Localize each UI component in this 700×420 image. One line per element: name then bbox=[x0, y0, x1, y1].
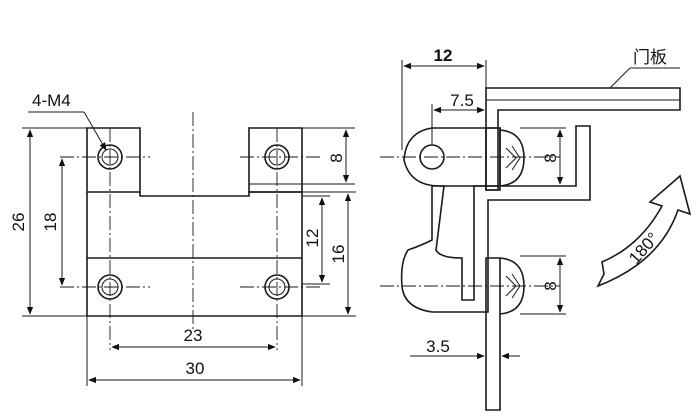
mounting-plate bbox=[485, 257, 501, 411]
dim-offset: 7.5 bbox=[450, 91, 474, 110]
dim-top-holes-height: 8 bbox=[327, 153, 346, 162]
door-panel bbox=[485, 87, 681, 191]
top-left-leaf bbox=[86, 127, 141, 193]
dim-lower-leaf-height: 12 bbox=[303, 229, 322, 248]
front-view: 26 18 4-M4 8 12 16 23 30 bbox=[9, 91, 356, 386]
dim-plate-thickness: 3.5 bbox=[426, 337, 450, 356]
callout-thread: 4-M4 bbox=[32, 91, 71, 110]
dim-upper-screw: 8 bbox=[541, 153, 560, 162]
dim-right-leaf-height: 16 bbox=[329, 245, 348, 264]
top-right-leaf bbox=[248, 127, 303, 193]
rotation-arrow-icon bbox=[596, 174, 692, 288]
dim-overall-height: 26 bbox=[9, 213, 28, 232]
door-panel-label: 门板 bbox=[633, 48, 667, 67]
dim-overall-width: 30 bbox=[186, 359, 205, 378]
dim-top-width: 12 bbox=[434, 46, 453, 65]
dim-lower-screw: 8 bbox=[541, 281, 560, 290]
bent-leaf bbox=[400, 125, 591, 313]
dim-hole-vertical: 18 bbox=[41, 213, 60, 232]
dim-hole-horizontal: 23 bbox=[184, 326, 203, 345]
upper-screw-head bbox=[499, 129, 525, 187]
side-view: 12 7.5 门板 8 8 3.5 180° bbox=[380, 46, 692, 411]
